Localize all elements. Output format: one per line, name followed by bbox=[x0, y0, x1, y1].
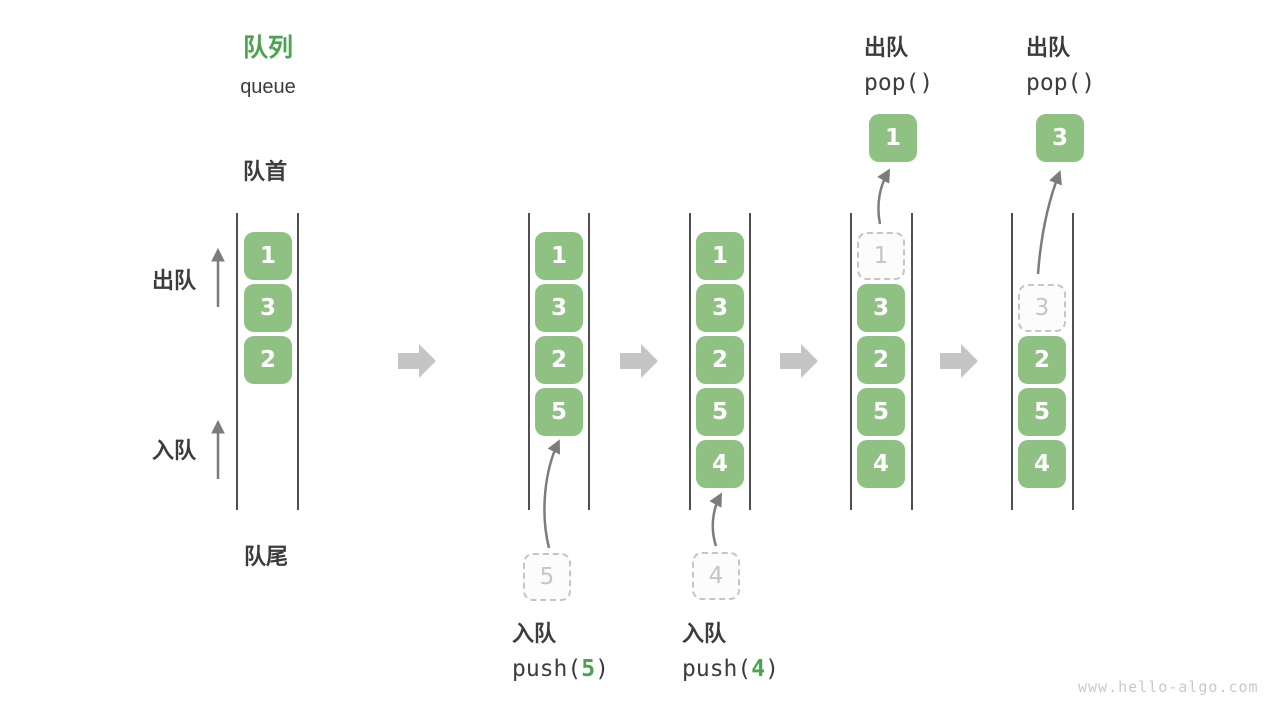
op-code: pop() bbox=[864, 70, 934, 96]
op-code: push(5) bbox=[512, 656, 609, 682]
queue-cell: 1 bbox=[244, 232, 292, 280]
queue-cell: 4 bbox=[857, 440, 905, 488]
enqueue-arrow-5-icon bbox=[543, 439, 561, 549]
container-line bbox=[689, 213, 691, 510]
queue-cell: 5 bbox=[535, 388, 583, 436]
queue-cell: 4 bbox=[1018, 440, 1066, 488]
removed-element-ghost: 1 bbox=[857, 232, 905, 280]
label-queue-front: 队首 bbox=[243, 159, 288, 184]
op-code: pop() bbox=[1026, 70, 1096, 96]
queue-cell: 1 bbox=[535, 232, 583, 280]
queue-cell: 2 bbox=[535, 336, 583, 384]
op-label: 入队 bbox=[512, 621, 557, 646]
code-arg: 5 bbox=[581, 656, 596, 682]
container-line bbox=[1072, 213, 1074, 510]
op-code: push(4) bbox=[682, 656, 779, 682]
queue-cell: 3 bbox=[857, 284, 905, 332]
code-fn: push( bbox=[682, 656, 752, 682]
title-zh: 队列 bbox=[242, 34, 293, 62]
op-label: 出队 bbox=[864, 35, 909, 60]
dequeue-arrow-1-icon bbox=[877, 168, 891, 225]
op-label: 出队 bbox=[1026, 35, 1071, 60]
diagram-title: 队列 queue bbox=[228, 28, 308, 99]
op-enqueue-push4: 入队 push(4) bbox=[682, 616, 779, 682]
queue-cell: 1 bbox=[696, 232, 744, 280]
transition-arrow-icon bbox=[940, 344, 978, 378]
outgoing-element: 3 bbox=[1036, 114, 1084, 162]
container-line bbox=[297, 213, 299, 510]
removed-element-ghost: 3 bbox=[1018, 284, 1066, 332]
container-line bbox=[1011, 213, 1013, 510]
dequeue-arrow-3-icon bbox=[1036, 170, 1062, 275]
op-label: 入队 bbox=[682, 621, 727, 646]
container-line bbox=[236, 213, 238, 510]
queue-cell: 5 bbox=[857, 388, 905, 436]
label-enqueue-direction: 入队 bbox=[152, 438, 197, 463]
queue-cell: 5 bbox=[1018, 388, 1066, 436]
queue-cell: 2 bbox=[1018, 336, 1066, 384]
container-line bbox=[588, 213, 590, 510]
title-en: queue bbox=[240, 76, 296, 98]
transition-arrow-icon bbox=[398, 344, 436, 378]
queue-cell: 3 bbox=[535, 284, 583, 332]
queue-cell: 2 bbox=[857, 336, 905, 384]
code-close: ) bbox=[595, 656, 609, 682]
op-dequeue-pop1: 出队 pop() bbox=[864, 30, 933, 96]
queue-cell: 2 bbox=[696, 336, 744, 384]
transition-arrow-icon bbox=[620, 344, 658, 378]
label-queue-rear: 队尾 bbox=[244, 544, 289, 569]
queue-cell: 2 bbox=[244, 336, 292, 384]
label-dequeue-direction: 出队 bbox=[152, 268, 197, 293]
container-line bbox=[528, 213, 530, 510]
enqueue-arrow-4-icon bbox=[709, 492, 722, 547]
code-arg: 4 bbox=[751, 656, 766, 682]
op-dequeue-pop2: 出队 pop() bbox=[1026, 30, 1095, 96]
code-close: ) bbox=[765, 656, 779, 682]
watermark: www.hello-algo.com bbox=[1078, 678, 1259, 696]
code-fn: push( bbox=[512, 656, 582, 682]
container-line bbox=[749, 213, 751, 510]
incoming-element-ghost: 4 bbox=[692, 552, 740, 600]
op-enqueue-push5: 入队 push(5) bbox=[512, 616, 609, 682]
outgoing-element: 1 bbox=[869, 114, 917, 162]
container-line bbox=[850, 213, 852, 510]
incoming-element-ghost: 5 bbox=[523, 553, 571, 601]
container-line bbox=[911, 213, 913, 510]
queue-cell: 5 bbox=[696, 388, 744, 436]
transition-arrow-icon bbox=[780, 344, 818, 378]
queue-cell: 3 bbox=[244, 284, 292, 332]
queue-cell: 3 bbox=[696, 284, 744, 332]
queue-cell: 4 bbox=[696, 440, 744, 488]
